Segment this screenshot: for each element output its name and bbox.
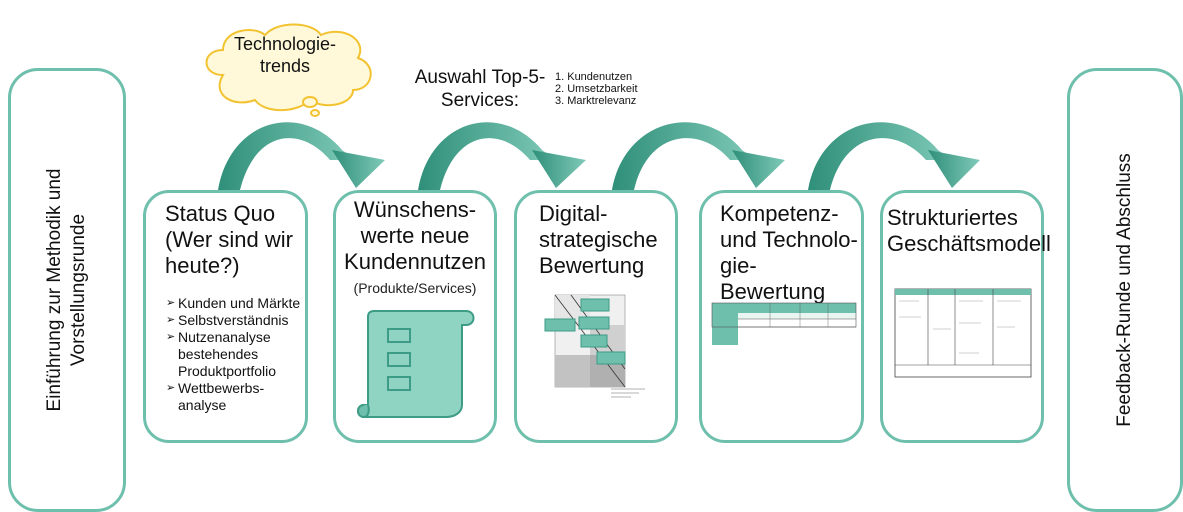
stage-3-title-line: strategische <box>539 227 658 252</box>
bullet-item: Nutzenanalyse bestehendes Produktportfol… <box>166 329 301 380</box>
cloud-shape <box>205 23 372 117</box>
selection-criteria: 1. Kundenutzen 2. Umsetzbarkeit 3. Markt… <box>555 71 638 107</box>
stage-4-title-line: gie-Bewertung <box>720 253 826 304</box>
stage-4-title-line: und Technolo- <box>720 227 858 252</box>
assessment-table-graphic <box>711 302 857 345</box>
stage-2-title: Wünschens- werte neue Kundennutzen (Prod… <box>336 197 494 301</box>
stage-kundennutzen: Wünschens- werte neue Kundennutzen (Prod… <box>333 190 497 443</box>
criterion-2: 2. Umsetzbarkeit <box>555 83 638 95</box>
selection-title-line-1: Auswahl Top-5- <box>414 67 546 88</box>
stage-digitalstrategie: Digital- strategische Bewertung <box>514 190 678 443</box>
stage-1-title: Status Quo (Wer sind wir heute?) <box>165 201 293 279</box>
arrow-2 <box>418 122 586 190</box>
bullet-item: Kunden und Märkte <box>166 295 301 312</box>
arrow-3 <box>612 122 785 190</box>
stage-1-title-line: (Wer sind wir <box>165 227 293 252</box>
stage-2-title-line: Wünschens- <box>353 197 477 222</box>
stage-2-subtitle: (Produkte/Services) <box>353 280 477 296</box>
cloud-line-2: trends <box>259 56 311 76</box>
selection-title: Auswahl Top-5- Services: <box>410 66 550 112</box>
stage-status-quo: Status Quo (Wer sind wir heute?) Kunden … <box>143 190 308 443</box>
selection-title-line-2: Services: <box>440 90 520 111</box>
bullet-item: Selbstverständnis <box>166 312 301 329</box>
stage-5-title-line: Geschäftsmodell <box>887 231 1051 256</box>
stage-3-title-line: Bewertung <box>539 253 645 278</box>
stage-3-title-line: Digital- <box>539 201 608 226</box>
stage-2-title-line: Kundennutzen <box>344 249 486 274</box>
criterion-1: 1. Kundenutzen <box>555 71 633 83</box>
criterion-3: 3. Marktrelevanz <box>555 95 637 107</box>
stage-1-bullets: Kunden und Märkte Selbstverständnis Nutz… <box>166 295 301 414</box>
scroll-icon <box>357 310 475 419</box>
stage-1-title-line: heute?) <box>165 253 240 278</box>
intro-panel: Einführung zur Methodik und Vorstellungs… <box>8 68 126 512</box>
stage-geschaeftsmodell: Strukturiertes Geschäftsmodell <box>880 190 1051 443</box>
stage-4-title-line: Kompetenz- <box>720 201 839 226</box>
stage-2-title-line: werte neue <box>360 223 470 248</box>
arrow-1 <box>218 122 385 190</box>
feedback-panel: Feedback-Runde und Abschluss <box>1067 68 1183 512</box>
cloud-label: Technologie- trends <box>205 33 365 83</box>
arrow-4 <box>808 122 980 190</box>
stage-4-title: Kompetenz- und Technolo- gie-Bewertung <box>720 201 861 305</box>
cloud-line-1: Technologie- <box>233 34 337 54</box>
bullet-item: Wettbewerbs-analyse <box>166 380 301 414</box>
stage-5-title: Strukturiertes Geschäftsmodell <box>887 205 1051 257</box>
business-model-canvas-graphic <box>894 288 1032 378</box>
stage-3-title: Digital- strategische Bewertung <box>539 201 658 279</box>
stage-5-title-line: Strukturiertes <box>887 205 1018 230</box>
stage-kompetenz: Kompetenz- und Technolo- gie-Bewertung <box>699 190 864 443</box>
portfolio-matrix-graphic <box>544 294 645 398</box>
stage-1-title-line: Status Quo <box>165 201 276 226</box>
